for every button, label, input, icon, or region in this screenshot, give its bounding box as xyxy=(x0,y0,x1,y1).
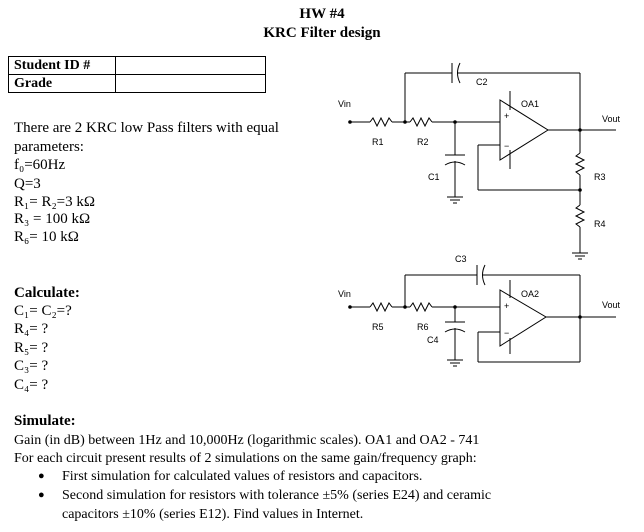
student-id-field[interactable] xyxy=(115,56,266,75)
intro-line-1: There are 2 KRC low Pass filters with eq… xyxy=(14,120,279,136)
c1-r1-label: R1 xyxy=(372,137,384,147)
circuit-1-schematic: + − Vin R1 R2 C1 C2 OA1 Vout R3 R4 xyxy=(338,62,621,260)
svg-text:−: − xyxy=(504,328,509,338)
intro-line-2: parameters: xyxy=(14,139,84,155)
svg-text:−: − xyxy=(504,141,509,151)
simulate-heading: Simulate: xyxy=(14,413,76,429)
calculate-heading: Calculate: xyxy=(14,285,80,301)
param-r3: R₃ = 100 kΩ xyxy=(14,211,91,227)
page-title: KRC Filter design xyxy=(263,25,381,41)
c2-r5-label: R5 xyxy=(372,322,384,332)
c1-vin-label: Vin xyxy=(338,99,351,109)
simulate-line-1: Gain (in dB) between 1Hz and 10,000Hz (l… xyxy=(14,433,480,448)
simulation-list: First simulation for calculated values o… xyxy=(36,467,491,524)
simulation-item-1: First simulation for calculated values o… xyxy=(36,467,491,486)
grade-label: Grade xyxy=(8,74,116,93)
grade-field[interactable] xyxy=(115,74,266,93)
student-grade-table: Student ID # Grade xyxy=(8,56,266,93)
param-f0: f₀=60Hz xyxy=(14,157,66,173)
c2-oa-label: OA2 xyxy=(521,289,539,299)
param-r6: R₆= 10 kΩ xyxy=(14,229,79,245)
param-r1-r2: R₁= R₂=3 kΩ xyxy=(14,194,96,210)
circuit-2-schematic: + − Vin R5 R6 C4 C3 OA2 Vout xyxy=(338,254,621,367)
c2-c3-label: C3 xyxy=(455,254,467,264)
simulation-item-2-continuation: capacitors ±10% (series E12). Find value… xyxy=(62,507,364,522)
calc-r4: R₄= ? xyxy=(14,321,49,337)
calc-c3: C₃= ? xyxy=(14,358,49,374)
student-id-label: Student ID # xyxy=(8,56,116,75)
c2-vout-label: Vout xyxy=(602,300,621,310)
c2-r6-label: R6 xyxy=(417,322,429,332)
param-q: Q=3 xyxy=(14,176,41,192)
c1-r2-label: R2 xyxy=(417,137,429,147)
c1-c2-label: C2 xyxy=(476,77,488,87)
c1-c1-label: C1 xyxy=(428,172,440,182)
simulation-item-2-cont: capacitors ±10% (series E12). Find value… xyxy=(36,505,491,524)
svg-text:+: + xyxy=(504,301,509,311)
c1-r4-label: R4 xyxy=(594,219,606,229)
svg-text:+: + xyxy=(504,111,509,121)
hw-number: HW #4 xyxy=(299,6,345,22)
c2-c4-label: C4 xyxy=(427,335,439,345)
calc-c4: C₄= ? xyxy=(14,377,49,393)
simulation-item-2: Second simulation for resistors with tol… xyxy=(36,486,491,505)
c2-vin-label: Vin xyxy=(338,289,351,299)
simulate-line-2: For each circuit present results of 2 si… xyxy=(14,451,477,466)
c1-r3-label: R3 xyxy=(594,172,606,182)
c1-vout-label: Vout xyxy=(602,114,621,124)
calc-r5: R₅= ? xyxy=(14,340,49,356)
c1-oa-label: OA1 xyxy=(521,99,539,109)
calc-c1-c2: C₁= C₂=? xyxy=(14,303,72,319)
